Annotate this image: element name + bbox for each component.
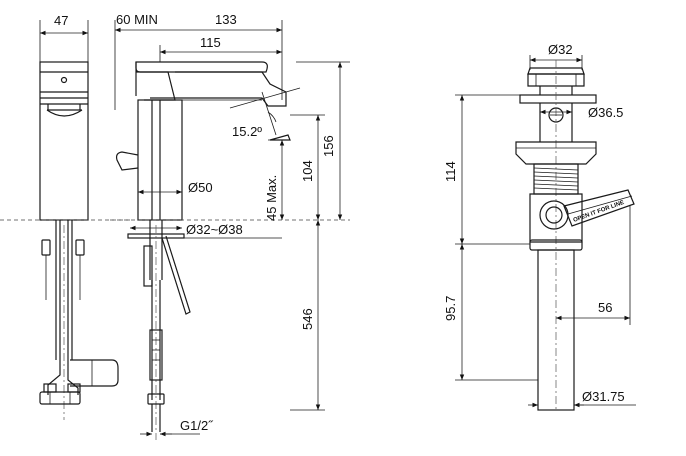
dim-133-label: 133 (215, 12, 237, 27)
dia50-label: Ø50 (188, 180, 213, 195)
thread-lines (533, 167, 579, 191)
dia32-drain-label: Ø32 (548, 42, 573, 57)
g12-label: G1/2˝ (180, 418, 214, 433)
dia36-5-label: Ø36.5 (588, 105, 623, 120)
dim-546-label: 546 (300, 308, 315, 330)
faucet-front-view: 60 MIN 133 115 15.2º Ø50 Ø32~Ø38 (110, 12, 350, 440)
angle-label: 15.2º (232, 124, 262, 139)
dia31-75-label: Ø31.75 (582, 389, 625, 404)
lever-text: OPEN IT FOR LINE (573, 200, 625, 224)
popup-drain-view: Ø32 Ø36.5 (443, 42, 636, 411)
dim-104-label: 104 (300, 160, 315, 182)
dim-95-7-label: 95.7 (443, 296, 458, 321)
dim-115-label: 115 (200, 35, 221, 50)
dim-114-label: 114 (443, 161, 458, 182)
dim-60min-label: 60 MIN (116, 12, 158, 27)
dim-47-label: 47 (54, 13, 68, 28)
dim-45max-label: 45 Max. (264, 175, 279, 221)
dia32-38-label: Ø32~Ø38 (186, 222, 243, 237)
dim-56-label: 56 (598, 300, 612, 315)
dim-156-label: 156 (321, 135, 336, 157)
faucet-side-view: 47 (0, 13, 130, 420)
